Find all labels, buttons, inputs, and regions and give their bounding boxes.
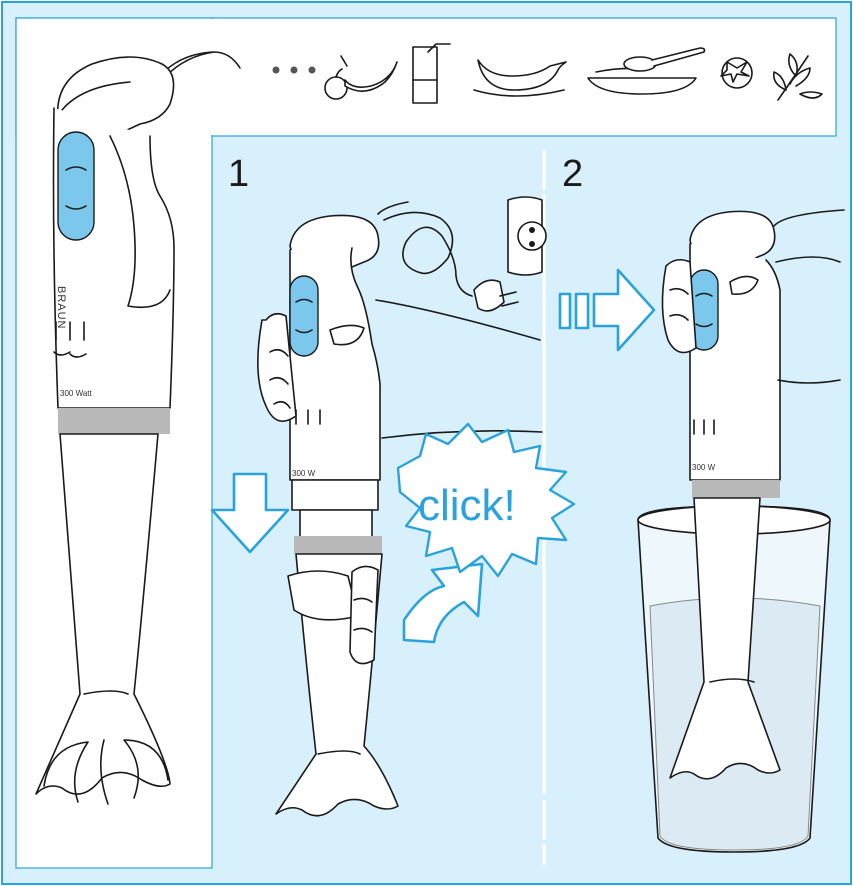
tomato-icon	[721, 58, 752, 88]
speed-button	[58, 132, 94, 240]
coupling-ring	[58, 408, 170, 434]
step-2-number: 2	[562, 153, 583, 195]
wall-socket	[508, 197, 546, 275]
power-label: 300 Watt	[60, 389, 92, 398]
speed-button-step-1	[290, 276, 318, 356]
svg-text:300 W: 300 W	[292, 469, 316, 478]
svg-text:300 W: 300 W	[692, 463, 716, 472]
click-callout: click!	[418, 481, 516, 530]
step-1-number: 1	[228, 153, 249, 195]
